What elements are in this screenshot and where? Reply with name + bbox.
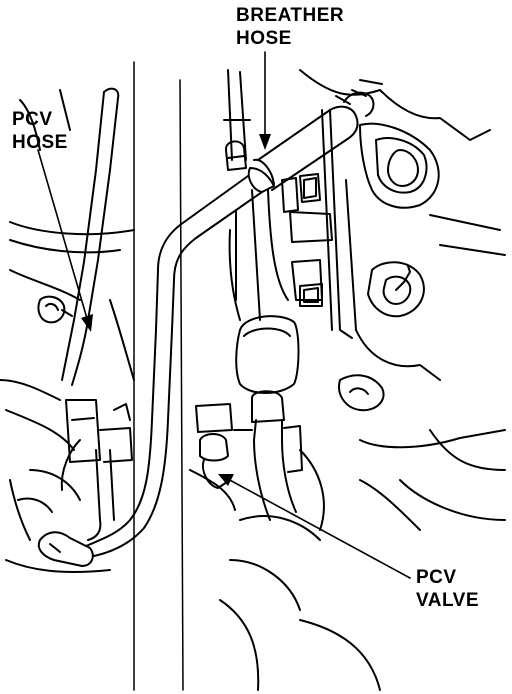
leader-lines xyxy=(37,51,411,579)
valve-cover xyxy=(223,69,333,321)
pcv-hose-label: PCV HOSE xyxy=(12,108,68,154)
breather-hose-label-line1: BREATHER xyxy=(236,5,345,26)
breather-hose-arrowhead xyxy=(259,134,271,150)
breather-hose-drawing xyxy=(155,79,383,331)
pcv-valve-label-line1: PCV xyxy=(416,567,457,588)
pcv-hose-label-line2: HOSE xyxy=(12,132,68,153)
engine-block xyxy=(189,69,506,691)
pcv-valve-label: PCV VALVE xyxy=(416,566,479,612)
pcv-valve-arrowhead xyxy=(218,474,234,486)
pcv-hose-label-line1: PCV xyxy=(12,109,53,130)
breather-hose-label-line2: HOSE xyxy=(236,28,292,49)
breather-hose-label: BREATHER HOSE xyxy=(236,4,344,50)
pcv-hose-arrowhead xyxy=(81,314,93,332)
arrowheads xyxy=(81,134,271,486)
pcv-valve-label-line2: VALVE xyxy=(416,590,480,611)
pcv-tube xyxy=(37,329,173,567)
frame-lines xyxy=(133,61,184,691)
pcv-valve-drawing xyxy=(195,315,303,521)
pcv-hose-drawing xyxy=(0,87,135,573)
